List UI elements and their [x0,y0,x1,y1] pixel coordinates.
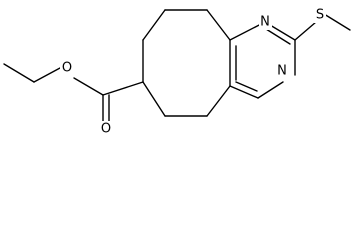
chemical-structure: N N S O O [3,7,351,137]
atom-label-n1: N [260,15,270,30]
ethyl-ester-group [3,63,144,127]
atom-label-o-carbonyl: O [101,122,111,137]
atom-label-o-ester: O [62,61,72,76]
bond-oester-ch2 [33,67,61,83]
atom-o-ester: O [60,60,74,76]
bond-s-ch3 [323,13,351,31]
atom-n3: N [276,63,289,79]
bond-c8a-c8 [206,9,231,41]
bond-c4-c4a-inner [235,81,258,92]
pyrimidine-ring [229,21,296,99]
bond-c5-c4 [142,81,166,117]
bond-c7-c6 [142,9,166,41]
bond-ch2-ch3 [3,63,35,83]
bond-ccarbonyl-oester [73,77,104,96]
atom-label-n3: N [277,64,287,79]
atom-s: S [314,7,326,23]
bond-n3-c4 [257,81,284,99]
methylthio-group [294,13,351,41]
bond-c4a-c8a-outer [206,85,231,117]
cyclohexane-ring [142,9,231,117]
atom-n1: N [259,14,272,30]
bond-n1-c2-inner [265,28,291,45]
atom-label-s: S [316,8,324,23]
bond-c2-s [294,21,317,41]
bond-c6-ccarbonyl [102,81,144,96]
atom-o-carbonyl: O [99,121,113,137]
bond-c4-c4a [229,85,259,99]
